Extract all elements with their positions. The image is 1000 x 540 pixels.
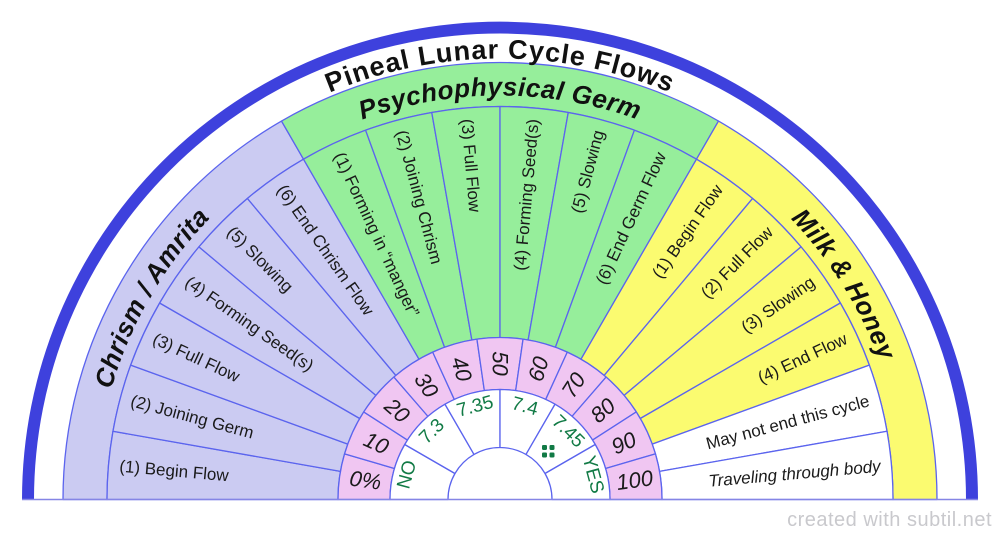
grid-icon-square [549,452,555,458]
grid-icon-square [542,445,547,450]
grid-icon-square [549,445,555,450]
footer-credit: created with subtil.net [787,509,992,531]
percent-label: 100 [615,465,656,495]
grid-icon-square [542,452,547,458]
grid-icon [542,445,555,458]
percent-label: 50 [488,351,513,376]
percent-label: 0% [348,466,383,495]
